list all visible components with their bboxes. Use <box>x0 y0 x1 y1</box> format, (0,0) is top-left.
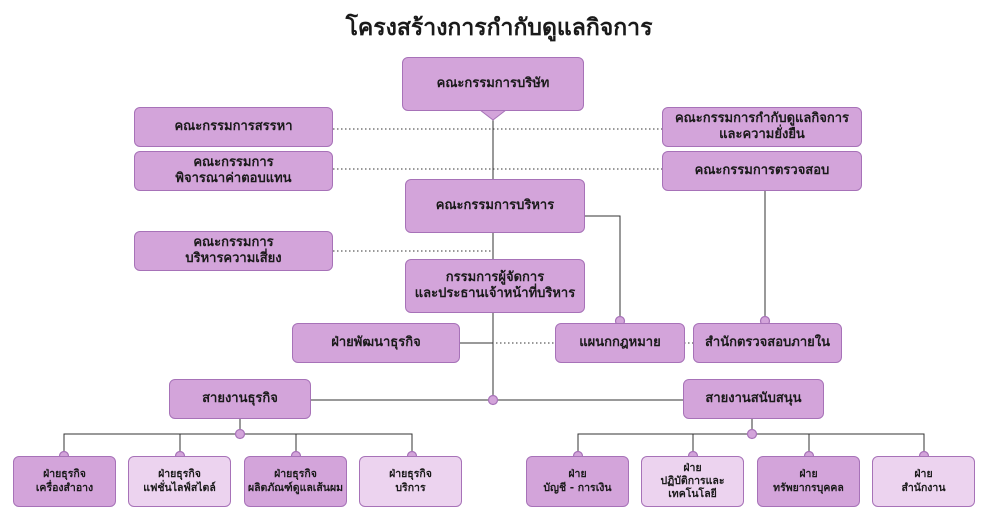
accounting-finance-division-box: ฝ่าย บัญชี - การเงิน <box>526 456 629 507</box>
remuneration-committee-box: คณะกรรมการ พิจารณาค่าตอบแทน <box>134 151 333 191</box>
board-of-directors-box: คณะกรรมการบริษัท <box>402 57 584 111</box>
operations-technology-division-box: ฝ่าย ปฏิบัติการและเทคโนโลยี <box>641 456 744 507</box>
business-development-box: ฝ่ายพัฒนาธุรกิจ <box>292 323 460 363</box>
human-resources-division-box: ฝ่าย ทรัพยากรบุคคล <box>757 456 860 507</box>
audit-committee-box: คณะกรรมการตรวจสอบ <box>662 151 862 191</box>
managing-director-box: กรรมการผู้จัดการ และประธานเจ้าหน้าที่บริ… <box>405 259 585 313</box>
legal-department-box: แผนกกฎหมาย <box>555 323 685 363</box>
risk-committee-box: คณะกรรมการ บริหารความเสี่ยง <box>134 231 333 271</box>
fashion-lifestyle-division-box: ฝ่ายธุรกิจ แฟชั่นไลฟ์สไตล์ <box>128 456 231 507</box>
cosmetics-division-box: ฝ่ายธุรกิจ เครื่องสำอาง <box>13 456 116 507</box>
haircare-division-box: ฝ่ายธุรกิจ ผลิตภัณฑ์ดูแลเส้นผม <box>244 456 347 507</box>
nomination-committee-box: คณะกรรมการสรรหา <box>134 107 333 147</box>
service-division-box: ฝ่ายธุรกิจ บริการ <box>359 456 462 507</box>
executive-committee-box: คณะกรรมการบริหาร <box>405 179 585 233</box>
office-division-box: ฝ่าย สำนักงาน <box>872 456 975 507</box>
governance-sustainability-committee-box: คณะกรรมการกำกับดูแลกิจการ และความยั่งยืน <box>662 107 862 147</box>
business-line-box: สายงานธุรกิจ <box>169 379 311 419</box>
page-title: โครงสร้างการกำกับดูแลกิจการ <box>345 15 653 41</box>
support-line-box: สายงานสนับสนุน <box>683 379 824 419</box>
internal-audit-office-box: สำนักตรวจสอบภายใน <box>693 323 842 363</box>
